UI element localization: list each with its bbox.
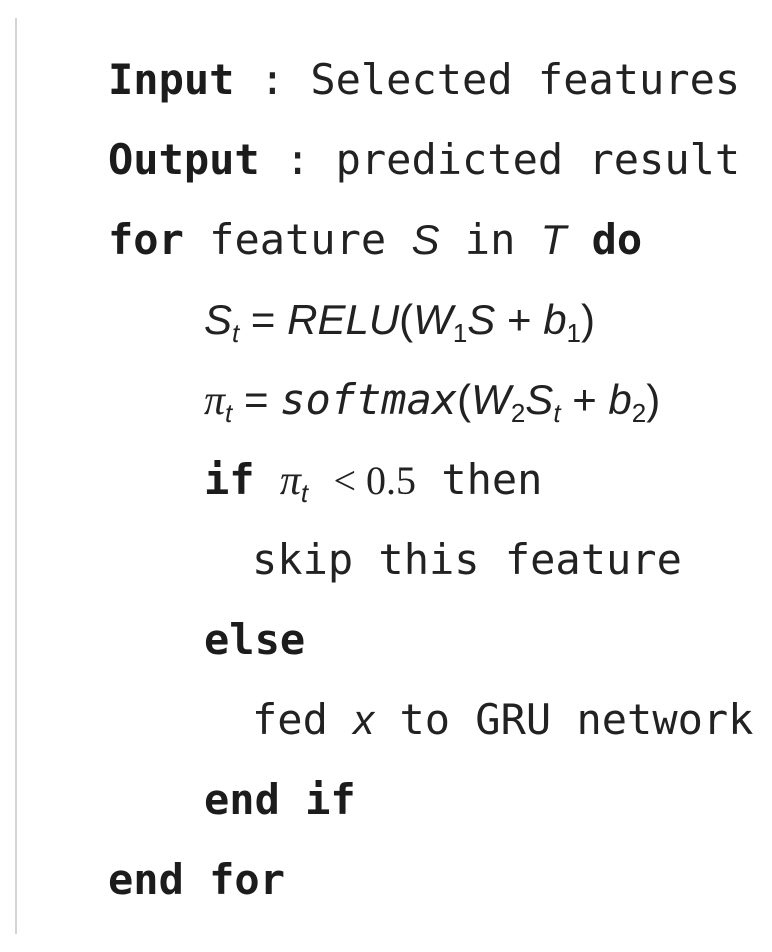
then-text: then [441, 455, 543, 504]
eq1-lhs: St [204, 296, 240, 348]
fed-variable: x [353, 696, 375, 743]
eq1-s: S [467, 296, 496, 343]
algo-line-endif: end if [204, 774, 356, 826]
eq2-lhs: πt [204, 378, 233, 428]
output-keyword: Output [108, 135, 260, 184]
eq1-weight: W1 [413, 296, 468, 348]
eq1-close-paren: ) [581, 296, 596, 343]
eq1-plus: + [506, 296, 532, 343]
if-keyword: if [204, 455, 255, 504]
algo-line-eq2: πt = softmax(W2St + b2) [204, 374, 660, 426]
eq1-function: RELU [287, 296, 400, 343]
algo-line-output: Output : predicted result [108, 134, 740, 186]
eq2-state: St [525, 376, 561, 428]
algo-line-if: if πt < 0.5 then [204, 454, 542, 506]
eq2-function: softmax [280, 375, 458, 424]
algo-line-endfor: end for [108, 854, 285, 906]
fed-text: fed [252, 695, 328, 744]
eq2-bias: b2 [608, 376, 647, 428]
output-separator: : [285, 135, 311, 184]
eq2-open-paren: ( [457, 376, 472, 423]
for-var-s: S [411, 216, 440, 263]
input-keyword: Input [108, 55, 235, 104]
eq2-weight: W2 [471, 376, 526, 428]
input-separator: : [259, 55, 286, 104]
for-in: in [464, 215, 516, 264]
for-keyword: for [108, 215, 184, 264]
left-border-rule [15, 18, 17, 934]
eq1-equals: = [250, 296, 276, 343]
endfor-keyword: end for [108, 855, 286, 904]
eq1-bias: b1 [543, 296, 582, 348]
eq2-equals: = [243, 376, 269, 423]
if-condition: < 0.5 [333, 458, 417, 503]
for-var-t: T [540, 216, 567, 263]
algo-line-for: for feature S in T do [108, 214, 642, 266]
if-variable: πt [279, 458, 309, 508]
eq2-close-paren: ) [646, 376, 661, 423]
eq1-open-paren: ( [399, 296, 414, 343]
algo-line-input: Input : Selected features [108, 54, 740, 106]
algo-line-else: else [204, 614, 305, 666]
output-description: predicted result [335, 135, 741, 184]
do-keyword: do [591, 215, 643, 264]
endif-keyword: end if [204, 775, 356, 824]
algo-line-eq1: St = RELU(W1S + b1) [204, 294, 595, 346]
skip-text: skip this feature [252, 535, 682, 584]
input-description: Selected features [310, 55, 741, 104]
algo-line-skip: skip this feature [252, 534, 682, 586]
algo-line-fed: fed x to GRU network [252, 694, 753, 746]
for-text: feature [209, 215, 387, 264]
eq2-plus: + [572, 376, 597, 423]
else-keyword: else [204, 615, 306, 664]
fed-target-text: to GRU network [399, 695, 754, 744]
